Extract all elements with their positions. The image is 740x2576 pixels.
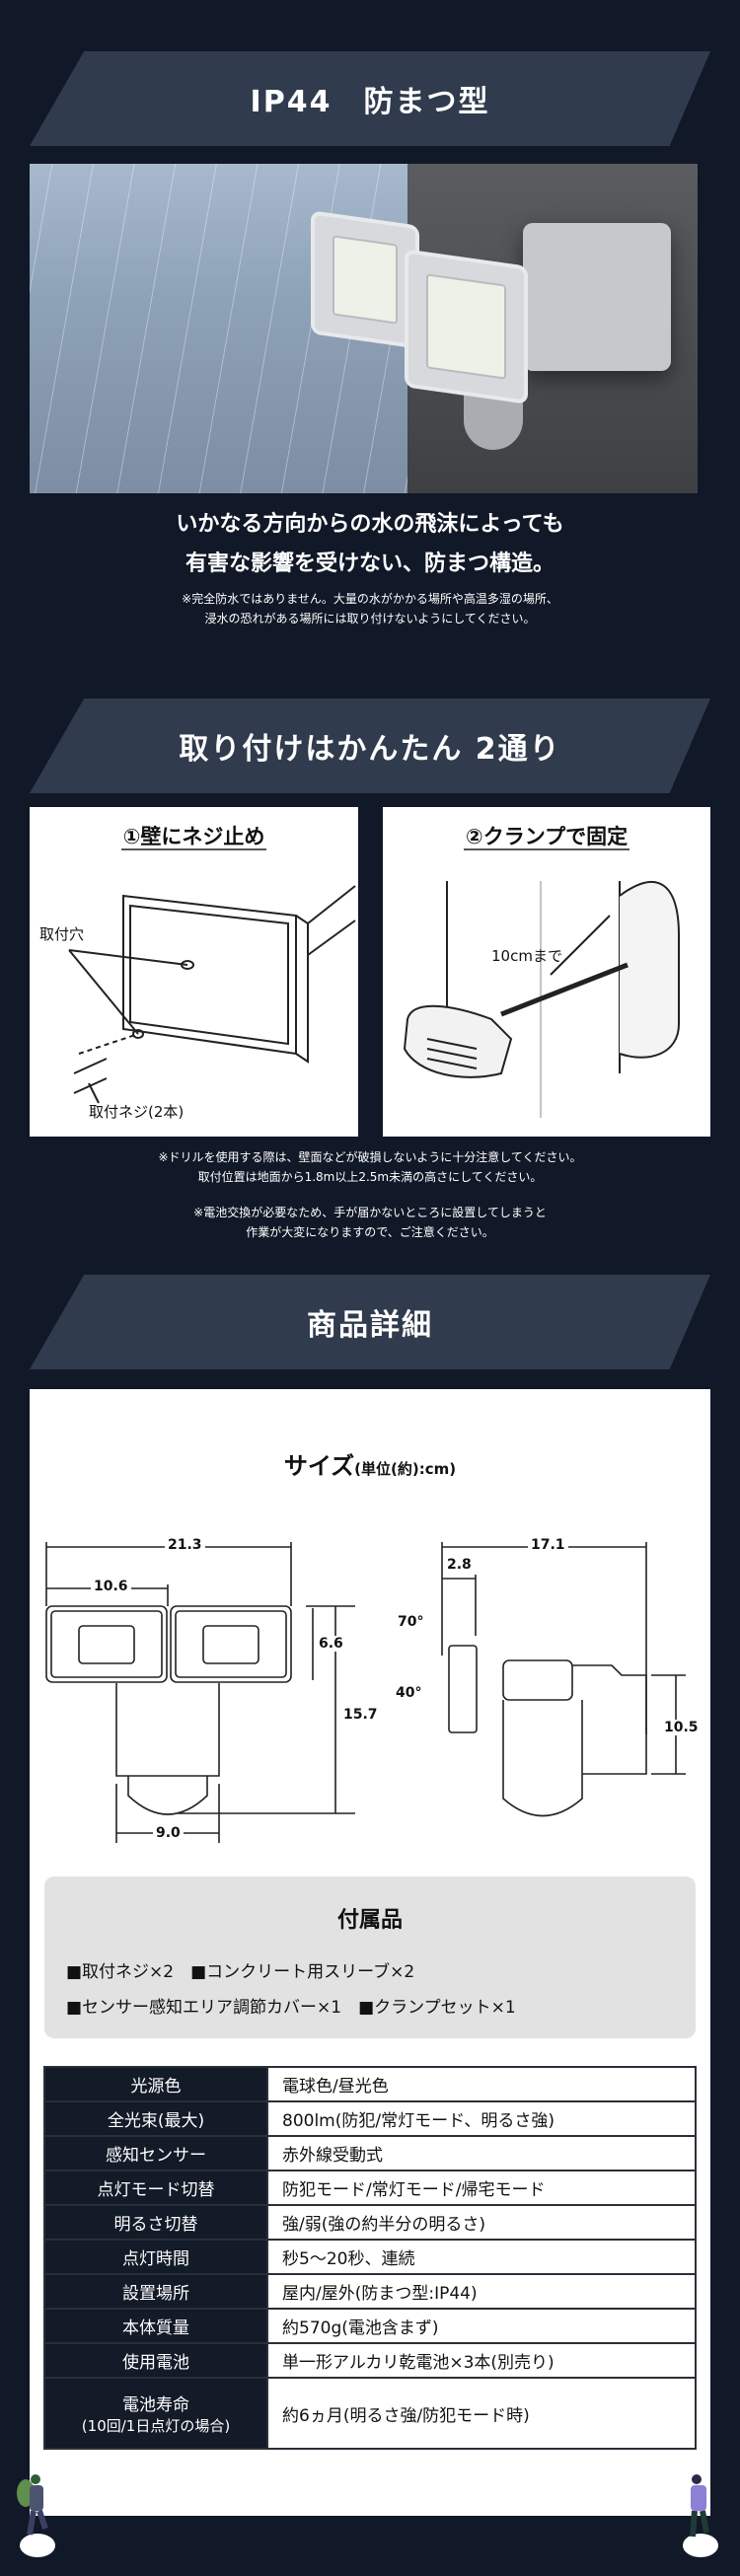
dim-total-width: 21.3 xyxy=(165,1537,205,1553)
note-line: 作業が大変になりますので、ご注意ください。 xyxy=(246,1225,494,1239)
table-row: 設置場所屋内/屋外(防まつ型:IP44) xyxy=(43,2273,697,2310)
disc-right xyxy=(683,2534,718,2557)
accessories-row: ■センサー感知エリア調節カバー×1 ■クランプセット×1 xyxy=(66,1998,516,2018)
table-row: 点灯モード切替防犯モード/常灯モード/帰宅モード xyxy=(43,2170,697,2206)
spec-value: 単一形アルカリ乾電池×3本(別売り) xyxy=(266,2342,697,2379)
banner-shape xyxy=(30,1275,710,1369)
spec-table: 光源色電球色/昼光色 全光束(最大)800lm(防犯/常灯モード、明るさ強) 感… xyxy=(43,2066,697,2450)
table-row: 光源色電球色/昼光色 xyxy=(43,2066,697,2102)
resident-figure-icon xyxy=(690,2474,709,2538)
banner-title: 取り付けはかんたん 2通り xyxy=(179,732,561,767)
banner-ip44: IP44 防まつ型 xyxy=(30,51,710,146)
installation-note-2: ※電池交換が必要なため、手が届かないところに設置してしまうと 作業が大変になりま… xyxy=(0,1203,740,1242)
note-line: 取付位置は地面から1.8m以上2.5m未満の高さにしてください。 xyxy=(197,1170,543,1184)
banner-product-details: 商品詳細 xyxy=(30,1275,710,1369)
wall-mount-diagram xyxy=(68,885,356,1104)
dim-total-height: 15.7 xyxy=(340,1707,381,1723)
spec-value: 赤外線受動式 xyxy=(266,2135,697,2171)
product-details-panel: サイズ(単位(約):cm) 21.3 10.6 xyxy=(30,1389,710,2516)
spec-key: 使用電池 xyxy=(43,2342,268,2379)
banner-title: IP44 防まつ型 xyxy=(250,85,490,119)
dim-tilt-up: 70° xyxy=(395,1614,427,1630)
product-photo-rain xyxy=(30,164,698,493)
clamp-diagram xyxy=(403,880,680,1118)
note-line: ※ドリルを使用する際は、壁面などが破損しないように十分注意してください。 xyxy=(158,1150,582,1164)
lamp-head-left xyxy=(311,210,419,349)
note-line: ※電池交換が必要なため、手が届かないところに設置してしまうと xyxy=(193,1206,547,1219)
ip44-note: ※完全防水ではありません。大量の水がかかる場所や高温多湿の場所、 浸水の恐れがあ… xyxy=(0,589,740,628)
table-row: 使用電池単一形アルカリ乾電池×3本(別売り) xyxy=(43,2342,697,2379)
spec-value: 約570g(電池含まず) xyxy=(266,2308,697,2344)
spec-value: 約6ヵ月(明るさ強/防犯モード時) xyxy=(266,2377,697,2450)
spec-key: 全光束(最大) xyxy=(43,2100,268,2137)
description-line: 有害な影響を受けない、防まつ構造。 xyxy=(185,552,555,576)
spec-value: 800lm(防犯/常灯モード、明るさ強) xyxy=(266,2100,697,2137)
spec-key: 点灯時間 xyxy=(43,2239,268,2275)
spec-key: 明るさ切替 xyxy=(43,2204,268,2241)
description-line: いかなる方向からの水の飛沫によっても xyxy=(176,512,564,537)
spec-value: 電球色/昼光色 xyxy=(266,2066,697,2102)
dim-mount-height: 10.5 xyxy=(661,1720,702,1735)
method-title: ①壁にネジ止め xyxy=(120,825,267,850)
dim-head-depth: 2.8 xyxy=(444,1557,475,1573)
method-wall-screw: ①壁にネジ止め 取付穴 取付ネジ(2本) xyxy=(30,807,358,1137)
lamp-mount-box xyxy=(523,223,671,371)
spec-key: 設置場所 xyxy=(43,2273,268,2310)
disc-left xyxy=(20,2534,55,2557)
banner-shape xyxy=(30,51,710,146)
dim-base-width: 9.0 xyxy=(153,1825,184,1841)
method-clamp: ②クランプで固定 10cmまで xyxy=(383,807,710,1137)
accessories-row: ■取付ネジ×2 ■コンクリート用スリーブ×2 xyxy=(66,1962,415,1982)
led-panel xyxy=(426,273,506,380)
lamp-head-right xyxy=(405,249,528,405)
label-mounting-hole: 取付穴 xyxy=(39,925,85,943)
label-clamp-range: 10cmまで xyxy=(491,947,562,965)
spec-value: 強/弱(強の約半分の明るさ) xyxy=(266,2204,697,2241)
dim-tilt-down: 40° xyxy=(393,1685,425,1701)
accessories-title: 付属品 xyxy=(336,1908,403,1933)
dim-head-width: 10.6 xyxy=(91,1579,131,1594)
spec-key: 感知センサー xyxy=(43,2135,268,2171)
burglar-figure-icon xyxy=(17,2474,48,2536)
table-row: 点灯時間秒5〜20秒、連続 xyxy=(43,2239,697,2275)
spec-key: 電池寿命(10回/1日点灯の場合) xyxy=(43,2377,268,2450)
spec-value: 屋内/屋外(防まつ型:IP44) xyxy=(266,2273,697,2310)
banner-title: 商品詳細 xyxy=(307,1308,433,1343)
banner-shape xyxy=(30,699,710,793)
label-mounting-screws: 取付ネジ(2本) xyxy=(89,1103,185,1121)
spec-key: 光源色 xyxy=(43,2066,268,2102)
dim-head-height: 6.6 xyxy=(316,1636,346,1652)
size-title: サイズ(単位(約):cm) xyxy=(283,1452,457,1480)
table-row: 電池寿命(10回/1日点灯の場合)約6ヵ月(明るさ強/防犯モード時) xyxy=(43,2377,697,2450)
installation-note-1: ※ドリルを使用する際は、壁面などが破損しないように十分注意してください。 取付位… xyxy=(0,1147,740,1187)
spec-value: 防犯モード/常灯モード/帰宅モード xyxy=(266,2170,697,2206)
spec-key: 点灯モード切替 xyxy=(43,2170,268,2206)
note-line: 浸水の恐れがある場所には取り付けないようにしてください。 xyxy=(204,612,536,626)
method-title: ②クランプで固定 xyxy=(463,825,630,850)
table-row: 感知センサー赤外線受動式 xyxy=(43,2135,697,2171)
spec-value: 秒5〜20秒、連続 xyxy=(266,2239,697,2275)
banner-installation: 取り付けはかんたん 2通り xyxy=(30,699,710,793)
table-row: 本体質量約570g(電池含まず) xyxy=(43,2308,697,2344)
table-row: 全光束(最大)800lm(防犯/常灯モード、明るさ強) xyxy=(43,2100,697,2137)
spec-key: 本体質量 xyxy=(43,2308,268,2344)
dim-depth: 17.1 xyxy=(528,1537,568,1553)
led-panel xyxy=(333,235,398,325)
ip44-description: いかなる方向からの水の飛沫によっても 有害な影響を受けない、防まつ構造。 xyxy=(0,505,740,584)
note-line: ※完全防水ではありません。大量の水がかかる場所や高温多湿の場所、 xyxy=(182,592,558,606)
table-row: 明るさ切替強/弱(強の約半分の明るさ) xyxy=(43,2204,697,2241)
accessories-box: 付属品 ■取付ネジ×2 ■コンクリート用スリーブ×2 ■センサー感知エリア調節カ… xyxy=(44,1877,696,2038)
